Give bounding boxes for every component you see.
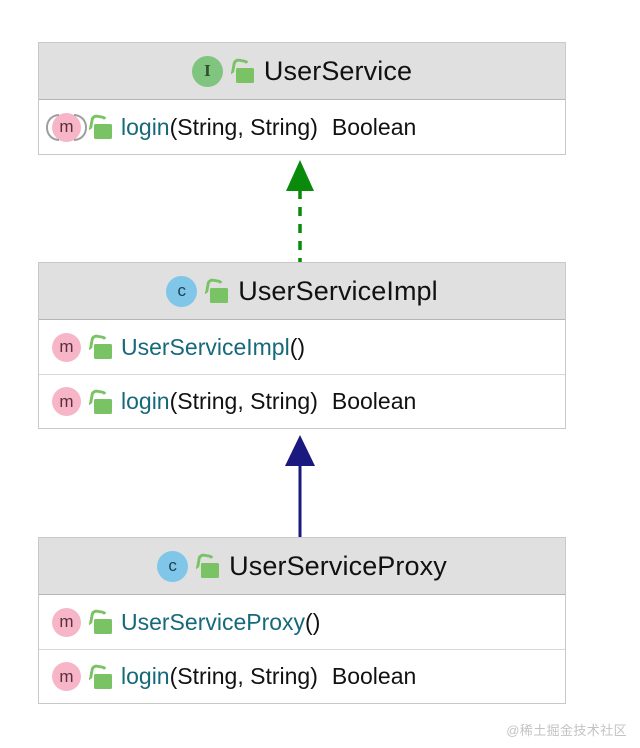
class-header-userserviceimpl: c UserServiceImpl xyxy=(39,263,565,320)
method-badge-icon: m xyxy=(52,607,81,637)
member-text: login(String, String) Boolean xyxy=(121,663,416,690)
method-name-label: login xyxy=(121,388,170,414)
member-row[interactable]: m UserServiceImpl() xyxy=(39,320,565,374)
generalization-arrowhead-icon xyxy=(285,435,315,466)
method-signature-label: () xyxy=(305,608,321,635)
method-badge-icon: m xyxy=(52,387,81,416)
interface-badge-icon: I xyxy=(191,55,223,87)
class-box-userserviceimpl[interactable]: c UserServiceImpl m UserServiceImpl() m … xyxy=(38,262,566,429)
class-badge-icon: c xyxy=(157,550,189,582)
class-name-label: UserServiceImpl xyxy=(238,275,438,306)
class-box-userservice[interactable]: I UserService m login(String, String) Boo… xyxy=(38,42,566,155)
method-name-label: UserServiceProxy xyxy=(121,608,306,635)
member-text: login(String, String) Boolean xyxy=(121,114,416,141)
open-padlock-icon xyxy=(88,608,112,635)
open-padlock-icon xyxy=(88,663,112,690)
open-padlock-icon xyxy=(88,388,112,415)
method-signature-label: (String, String) xyxy=(169,663,318,689)
method-name-label: login xyxy=(121,113,170,140)
member-text: UserServiceProxy() xyxy=(121,609,320,636)
member-text: UserServiceImpl() xyxy=(121,334,305,361)
member-text: login(String, String) Boolean xyxy=(121,388,416,415)
class-header-userservice: I UserService xyxy=(39,43,565,100)
class-box-userserviceproxy[interactable]: c UserServiceProxy m UserServiceProxy() … xyxy=(38,537,566,704)
class-name-label: UserServiceProxy xyxy=(229,550,447,581)
method-name-label: login xyxy=(121,663,170,689)
open-padlock-icon xyxy=(88,333,112,360)
class-header-userserviceproxy: c UserServiceProxy xyxy=(39,538,565,595)
method-return-type-label: Boolean xyxy=(331,663,417,689)
watermark-label: @稀土掘金技术社区 xyxy=(506,723,627,738)
open-padlock-icon xyxy=(230,57,254,84)
member-row[interactable]: m login(String, String) Boolean xyxy=(39,649,565,703)
method-name-label: UserServiceImpl xyxy=(121,333,290,360)
realization-connector-impl-to-interface xyxy=(286,160,314,267)
member-row[interactable]: m login(String, String) Boolean xyxy=(39,374,565,428)
method-badge-icon: m xyxy=(46,112,87,142)
member-row[interactable]: m login(String, String) Boolean xyxy=(39,100,565,154)
realization-arrowhead-icon xyxy=(286,160,314,191)
class-name-label: UserService xyxy=(263,55,413,86)
method-signature-label: (String, String) xyxy=(169,388,318,414)
method-signature-label: () xyxy=(289,333,306,360)
open-padlock-icon xyxy=(195,552,220,579)
generalization-connector-proxy-to-impl xyxy=(285,435,315,538)
method-signature-label: (String, String) xyxy=(169,113,318,140)
method-badge-icon: m xyxy=(52,662,81,691)
method-return-type-label: Boolean xyxy=(331,113,417,140)
open-padlock-icon xyxy=(88,113,112,140)
open-padlock-icon xyxy=(204,277,229,304)
member-row[interactable]: m UserServiceProxy() xyxy=(39,595,565,649)
method-badge-icon: m xyxy=(52,332,81,362)
method-return-type-label: Boolean xyxy=(331,388,417,414)
class-badge-icon: c xyxy=(166,275,198,307)
